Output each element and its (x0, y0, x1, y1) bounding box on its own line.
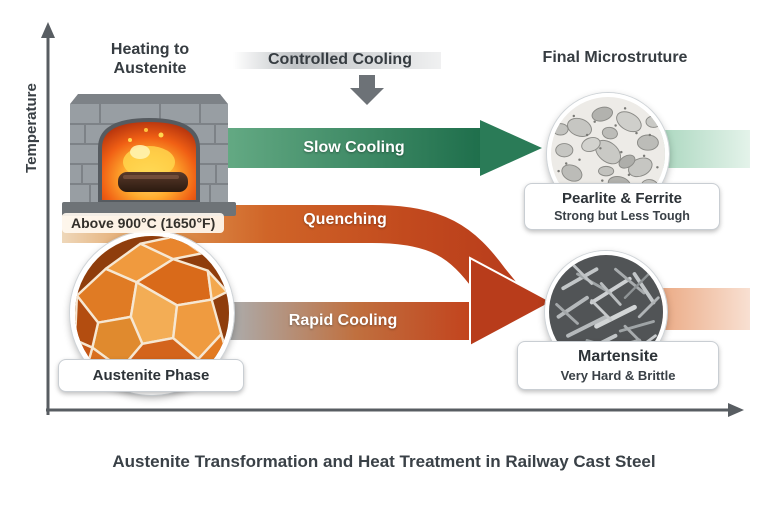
pearlite-property: Strong but Less Tough (554, 209, 690, 223)
martensite-property: Very Hard & Brittle (560, 368, 676, 383)
slow-cooling-arrow: Slow Cooling (228, 128, 480, 168)
down-arrow-icon (350, 75, 384, 105)
pearlite-result-card: Pearlite & Ferrite Strong but Less Tough (524, 183, 720, 230)
header-controlled-cooling: Controlled Cooling (268, 51, 412, 68)
slow-cooling-label: Slow Cooling (303, 139, 405, 156)
austenite-label: Austenite Phase (92, 367, 210, 384)
quenching-label: Quenching (303, 211, 387, 228)
diagram-title: Austenite Transformation and Heat Treatm… (112, 452, 656, 471)
header-heating: Heating to Austenite (110, 41, 190, 78)
furnace-illustration (62, 94, 236, 216)
austenite-label-card: Austenite Phase (58, 359, 244, 392)
pearlite-name: Pearlite & Ferrite (561, 190, 683, 207)
rapid-cooling-arrow: Rapid Cooling (215, 302, 471, 340)
rapid-cooling-label: Rapid Cooling (288, 312, 398, 329)
header-final-microstructure: Final Microstruture (542, 49, 688, 66)
x-axis-arrowhead-icon (728, 403, 744, 417)
martensite-result-card: Martensite Very Hard & Brittle (517, 341, 719, 390)
cooling-gradient-strip (233, 52, 441, 69)
y-axis-arrowhead-icon (41, 22, 55, 38)
martensite-name: Martensite (577, 348, 659, 365)
furnace-temperature-caption: Above 900°C (1650°F) (62, 213, 225, 233)
slow-cooling-arrowhead-icon (480, 120, 542, 176)
red-arrowhead-icon (469, 256, 555, 348)
